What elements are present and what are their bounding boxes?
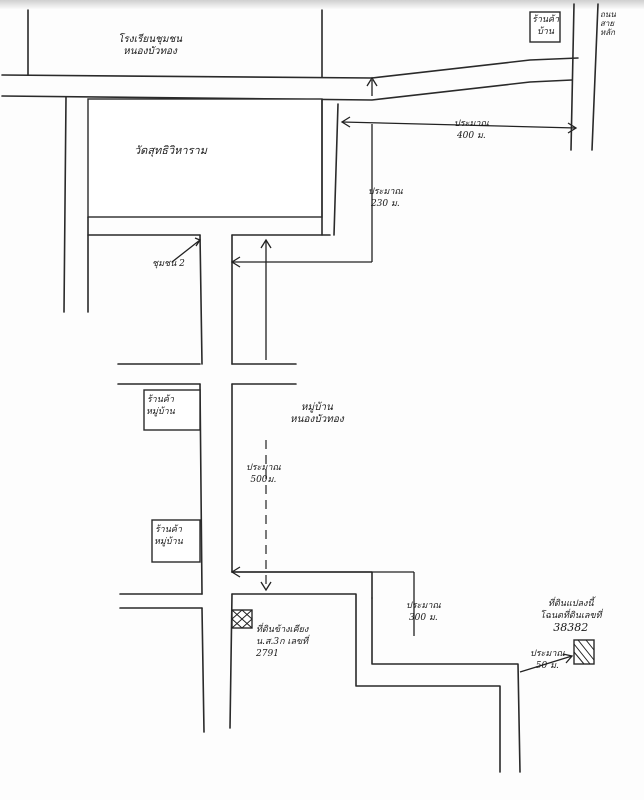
temple-block: [87, 98, 323, 218]
junction-name-label: ชุมชน 2: [152, 259, 185, 269]
arrow-300: [230, 566, 415, 636]
ref-site-label: ที่ดินข้างเคียง น.ส.3ก เลขที่ 2791: [256, 624, 308, 660]
arrow-230: [230, 124, 373, 268]
road-left-outer: [63, 96, 67, 313]
arrow-junction-up: [260, 238, 272, 360]
road-top-upper: [1, 57, 579, 79]
shop-mid1-label: ร้านค้า หมู่บ้าน: [146, 394, 175, 418]
arrow-junction2: [171, 237, 201, 263]
shop-mid2-label-line1: ร้านค้า: [154, 525, 182, 535]
shop-mid2-label: ร้านค้า หมู่บ้าน: [154, 524, 183, 548]
main-road-west-upper: [199, 234, 203, 365]
arrow-500: [260, 440, 272, 592]
distance-500-label: ประมาณ 500ม.: [246, 462, 281, 486]
shop-mid1-label-line2: หมู่บ้าน: [146, 407, 175, 417]
road-top-lower: [1, 79, 573, 101]
ref-site-label-line2: น.ส.3ก เลขที่: [256, 637, 309, 647]
distance-500-label-line2: 500ม.: [250, 475, 277, 485]
village-label: หมู่บ้าน หนองบัวทอง: [290, 402, 344, 426]
distance-230-label: ประมาณ 230 ม.: [368, 186, 403, 210]
target-site-id: 38382: [553, 621, 589, 634]
distance-50-label-line2: 50 ม.: [535, 661, 559, 671]
target-plot: [573, 639, 595, 665]
main-road-west-lower: [201, 607, 205, 733]
target-site-label: ที่ดินแปลงนี้ โฉนดที่ดินเลขที่ 38382: [540, 598, 602, 634]
shop-top-label: ร้านค้า บ้าน: [532, 14, 559, 38]
distance-400-label-line1: ประมาณ: [454, 119, 489, 129]
distance-50-label: ประมาณ 50 ม.: [530, 648, 565, 672]
school-label: โรงเรียนชุมชน หนองบัวทอง: [118, 34, 182, 58]
distance-230-label-line1: ประมาณ: [368, 187, 403, 197]
school-label-line1: โรงเรียนชุมชน: [118, 34, 183, 45]
shop-mid1-building: [143, 389, 201, 431]
junction-east-inner: [371, 597, 521, 773]
village-label-line1: หมู่บ้าน: [300, 402, 333, 413]
distance-50-label-line1: ประมาณ: [530, 649, 565, 659]
ref-plot-hatch: [231, 609, 253, 629]
target-plot-hatch: [573, 639, 595, 665]
target-site-label-line1: ที่ดินแปลงนี้: [548, 599, 594, 609]
distance-230-label-line2: 230 ม.: [370, 199, 400, 209]
shop-top-label-line1: ร้านค้า: [532, 15, 560, 25]
distance-400-label-line2: 400 ม.: [456, 131, 486, 141]
temple-label: วัดสุทธิวิหาราม: [134, 144, 207, 157]
road-temple-east-b: [333, 103, 339, 236]
shop-mid1-label-line1: ร้านค้า: [146, 395, 174, 405]
distance-300-label-line1: ประมาณ: [406, 601, 441, 611]
distance-400-label: ประมาณ 400 ม.: [454, 118, 489, 142]
junction-east-lower: [231, 593, 501, 773]
road-right-right: [591, 3, 599, 151]
arrow-50: [519, 653, 574, 673]
school-label-line2: หนองบัวทอง: [123, 46, 177, 57]
distance-500-label-line1: ประมาณ: [246, 463, 281, 473]
arrow-up-top: [366, 76, 378, 96]
distance-300-label-line2: 300 ม.: [408, 613, 438, 623]
side-road-label: ถนนสายหลัก: [600, 10, 616, 37]
shop-top-building: [529, 11, 561, 43]
distance-300-label: ประมาณ 300 ม.: [406, 600, 441, 624]
target-site-label-line2: โฉนดที่ดินเลขที่: [540, 611, 602, 621]
arrow-400: [340, 116, 578, 134]
scan-edge: [0, 0, 644, 10]
shop-top-label-line2: บ้าน: [537, 27, 555, 37]
ref-site-id: 2791: [256, 649, 279, 659]
ref-site-label-line1: ที่ดินข้างเคียง: [256, 625, 309, 635]
shop-mid2-label-line2: หมู่บ้าน: [154, 537, 183, 547]
shop-mid2-building: [151, 519, 201, 563]
village-label-line2: หนองบัวทอง: [290, 414, 344, 425]
